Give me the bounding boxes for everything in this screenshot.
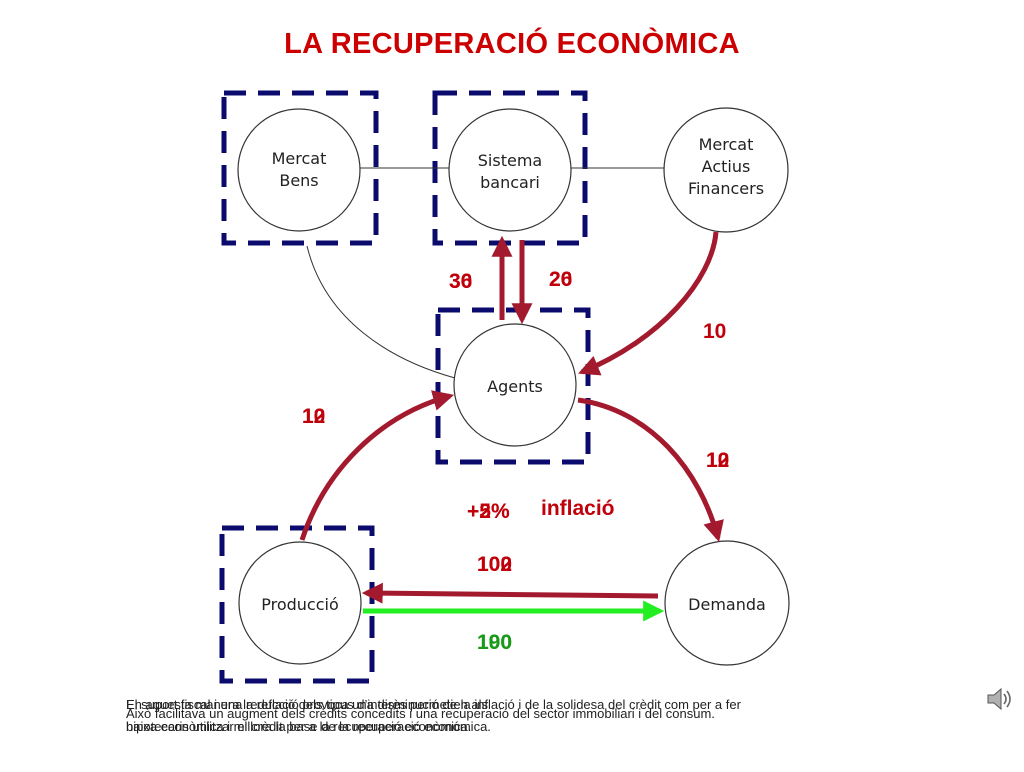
sistema-bancari-node: [448, 108, 572, 232]
mercat-actius-node: [663, 107, 789, 233]
sistema-bancari-line-1: Sistema: [477, 151, 543, 170]
demanda-node: [664, 540, 790, 666]
mercat-actius-line-2: Actius: [701, 157, 751, 176]
arrow-financial-to-agents: [578, 231, 719, 376]
speaker-icon[interactable]: [984, 684, 1014, 714]
caption-layer-1: El suport fiscal i una reducció dels tip…: [126, 697, 489, 712]
produccio-label: Producció: [261, 595, 339, 614]
agents-to-demand-value-a: 10: [706, 449, 730, 472]
bank-down-value-b: 26: [549, 268, 573, 291]
arrow-demand-to-production: [361, 582, 659, 604]
sistema-bancari-label: Sistema bancari: [460, 150, 560, 194]
inflation-value-a: +2%: [467, 500, 510, 523]
produccio-node: [238, 541, 362, 665]
production-to-demand-value-a: 190: [477, 631, 513, 654]
page-title: LA RECUPERACIÓ ECONÒMICA: [284, 28, 740, 60]
mercat-bens-label: Mercat Bens: [249, 148, 349, 192]
mercat-bens-box: [221, 90, 379, 246]
demand-to-production-value-b: 102: [477, 553, 513, 576]
agents-label: Agents: [487, 377, 543, 396]
caption-layer-4: hipotecaris utilitzar el crèdit per a la…: [126, 719, 472, 734]
bank-up-value-b: 36: [449, 270, 473, 293]
caption-layer-3: Això facilitava un augment dels crèdits …: [126, 706, 715, 721]
mercat-bens-node: [237, 108, 361, 232]
caption-layer-2: En aquesta manera la reflació provoca un…: [126, 697, 741, 712]
sistema-bancari-line-2: bancari: [480, 173, 540, 192]
mercat-actius-line-3: Financers: [687, 179, 765, 198]
mercat-actius-label: Mercat Actius Financers: [666, 134, 786, 200]
mercat-actius-line-1: Mercat: [698, 135, 754, 154]
demanda-label: Demanda: [688, 595, 766, 614]
bank-down-value-a: 20: [549, 268, 573, 291]
production-to-agents-value-b: 12: [302, 405, 326, 428]
financial-to-agents-value: 10: [703, 320, 727, 343]
line-bens-agents: [306, 245, 456, 379]
demand-to-production-value-a: 100: [477, 553, 513, 576]
inflation-label: inflació: [541, 497, 615, 520]
arrow-production-to-agents: [299, 390, 455, 541]
mercat-bens-line-1: Mercat: [271, 149, 327, 168]
produccio-box: [219, 525, 375, 684]
inflation-value-b: +5%: [467, 500, 510, 523]
mercat-bens-line-2: Bens: [279, 171, 319, 190]
arrow-agents-to-demand: [577, 397, 724, 543]
agents-to-demand-value-b: 12: [706, 449, 730, 472]
production-to-agents-value-a: 10: [302, 405, 326, 428]
bank-up-value-a: 30: [449, 270, 473, 293]
production-to-demand-value-b: 100: [477, 631, 513, 654]
caption-layer-5: baixa econòmica i millora la base de la …: [126, 719, 491, 734]
